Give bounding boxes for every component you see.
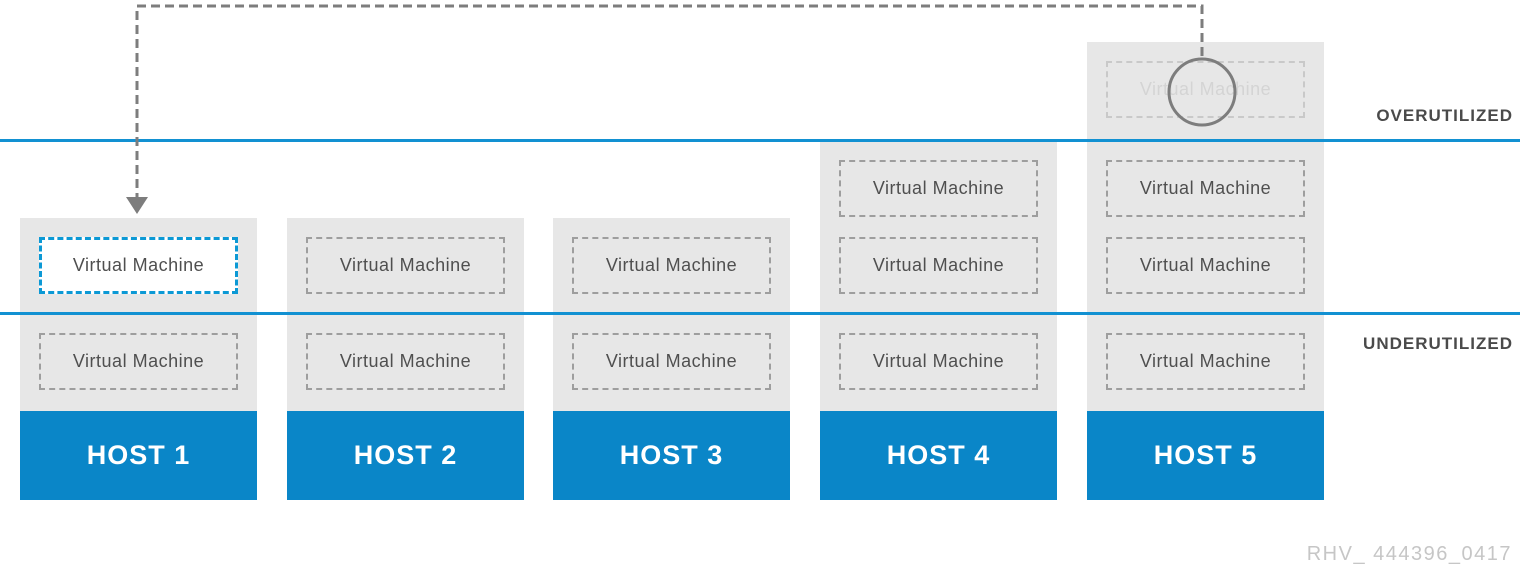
vm-box: Virtual Machine: [306, 333, 505, 390]
vm-label: Virtual Machine: [1139, 178, 1272, 198]
vm-box: Virtual Machine: [572, 333, 771, 390]
vm-label: Virtual Machine: [72, 351, 205, 371]
underutilized-label: UNDERUTILIZED: [1363, 334, 1513, 353]
vm-box: Virtual Machine: [1106, 237, 1305, 294]
host-label: HOST 5: [1153, 440, 1258, 470]
vm-box: Virtual Machine: [1106, 160, 1305, 217]
vm-box: Virtual Machine: [306, 237, 505, 294]
host-header: HOST 4: [820, 411, 1057, 500]
vm-box: Virtual Machine: [839, 333, 1038, 390]
vm-box: Virtual Machine: [839, 237, 1038, 294]
host-header: HOST 1: [20, 411, 257, 500]
vm-box-overloaded: Virtual Machine: [1106, 61, 1305, 118]
vm-label: Virtual Machine: [1139, 255, 1272, 275]
host-label: HOST 4: [886, 440, 991, 470]
vm-label: Virtual Machine: [872, 178, 1005, 198]
underutilized-line: [0, 312, 1520, 315]
overutilized-line: [0, 139, 1520, 142]
vm-box: Virtual Machine: [839, 160, 1038, 217]
vm-box: Virtual Machine: [39, 333, 238, 390]
vm-label: Virtual Machine: [339, 255, 472, 275]
host-header: HOST 5: [1087, 411, 1324, 500]
host-label: HOST 3: [619, 440, 724, 470]
vm-box: Virtual Machine: [1106, 333, 1305, 390]
host-label: HOST 1: [86, 440, 191, 470]
vm-label: Virtual Machine: [605, 351, 738, 371]
vm-label: Virtual Machine: [339, 351, 472, 371]
watermark: RHV_ 444396_0417: [1306, 543, 1512, 565]
host-label: HOST 2: [353, 440, 458, 470]
overutilized-label: OVERUTILIZED: [1376, 106, 1513, 125]
vm-label: Virtual Machine: [872, 351, 1005, 371]
vm-label: Virtual Machine: [1139, 79, 1272, 99]
vm-label: Virtual Machine: [605, 255, 738, 275]
host-header: HOST 2: [287, 411, 524, 500]
vm-box: Virtual Machine: [572, 237, 771, 294]
vm-box-target: Virtual Machine: [39, 237, 238, 294]
vm-label: Virtual Machine: [872, 255, 1005, 275]
host-header: HOST 3: [553, 411, 790, 500]
vm-label: Virtual Machine: [72, 255, 205, 275]
vm-label: Virtual Machine: [1139, 351, 1272, 371]
